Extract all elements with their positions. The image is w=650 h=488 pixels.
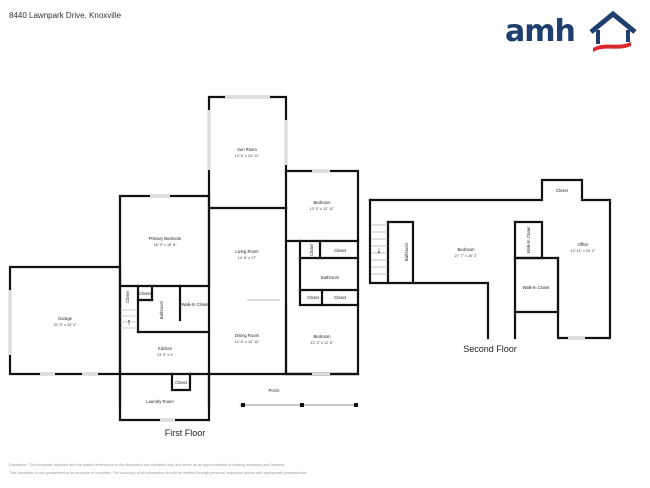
room-label: Bathroom <box>404 242 409 261</box>
room-dims: 12' 3" x 12' 8" <box>311 341 335 345</box>
room-label: Walk-In Closet <box>181 302 209 307</box>
floor-label-first: First Floor <box>165 428 206 438</box>
room-label: Closet <box>125 290 130 303</box>
room-label: Dining Room <box>235 333 260 338</box>
disclaimer-line-2: This illustration is not guaranteed to b… <box>9 471 308 475</box>
room-label: Closet <box>139 291 152 296</box>
room-label: Closet <box>309 243 314 256</box>
room-label: Bedroom <box>314 334 332 339</box>
room-label: Closet <box>175 380 188 385</box>
room-label: Bedroom <box>458 247 476 252</box>
room-label: Office <box>578 242 590 247</box>
house-roof-icon <box>589 10 637 52</box>
room-label: Bathroom <box>159 300 164 319</box>
room-dims: 14' 6" x 17' <box>238 256 257 260</box>
room-dims: 20' 5" x 20' 4" <box>54 323 78 327</box>
room-dims: 16' 9" x 16' 8" <box>154 243 178 247</box>
room-dims: 12' 11" x 20' 2" <box>571 249 596 253</box>
room-label: Closet <box>334 295 347 300</box>
room-label: Laundry Room <box>146 399 174 404</box>
room-label: Walk-In Closet <box>526 226 531 254</box>
room-label: Porch <box>269 388 281 393</box>
property-address: 8440 Lawnpark Drive, Knoxville <box>9 11 122 20</box>
room-label: Bathroom <box>321 275 340 280</box>
room-label: Bedroom <box>314 200 332 205</box>
room-label: Closet <box>307 295 320 300</box>
logo-wordmark: amh <box>505 14 576 49</box>
floor-label-second: Second Floor <box>463 344 517 354</box>
room-label: Sun Room <box>237 147 257 152</box>
room-label: Kitchen <box>158 346 173 351</box>
stairs-up-arrow-icon: ↑ <box>127 317 132 327</box>
room-label: Living Room <box>235 249 259 254</box>
room-dims: 27' 7" x 26' 2" <box>455 254 479 258</box>
room-label: Walk-In Closet <box>522 285 550 290</box>
room-dims: 14' 6" x 12' 10" <box>234 340 260 344</box>
room-label: Primary Bedroom <box>149 236 182 241</box>
amh-logo: amh <box>505 8 637 52</box>
room-label: Closet <box>334 248 347 253</box>
room-label: Garage <box>58 316 73 321</box>
disclaimer-line-1: Disclaimer: The floorplans depicted and … <box>9 463 286 467</box>
stairs-down-arrow-icon: ↓ <box>377 245 382 255</box>
room-dims: 13' 5" x 12' 11" <box>310 207 335 211</box>
room-label: Closet <box>556 188 569 193</box>
room-dims: 13' 5" x 9' <box>157 353 174 357</box>
room-dims: 14' 6" x 20' 11" <box>235 154 260 158</box>
